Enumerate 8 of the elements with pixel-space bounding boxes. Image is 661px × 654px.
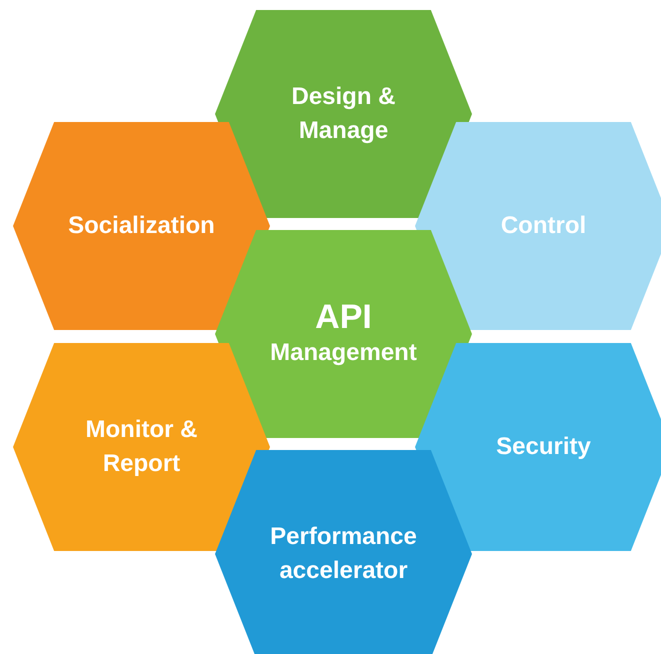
hexagon-label: Security <box>496 432 591 462</box>
hexagon-label: Design & Manage <box>290 82 396 146</box>
hexagon-label: Control <box>500 211 586 241</box>
hexagon-label: Monitor & Report <box>84 415 198 479</box>
hexagon-label: Performance accelerator <box>269 522 418 586</box>
hexagon-heading: API <box>315 298 372 336</box>
hexagon-label: Management <box>270 338 417 368</box>
hexagon-label: Socialization <box>68 211 215 241</box>
